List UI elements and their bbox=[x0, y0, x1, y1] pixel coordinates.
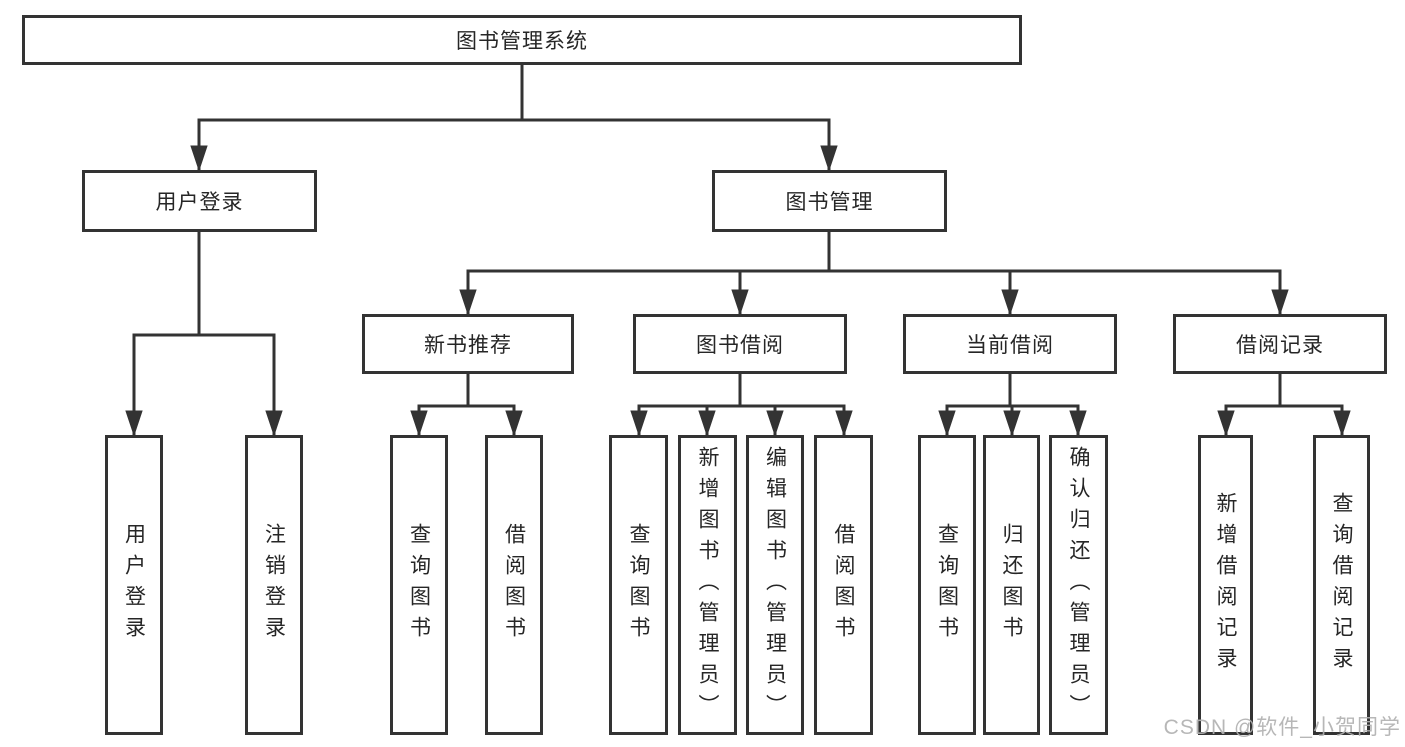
node-borrow-records: 借阅记录 bbox=[1173, 314, 1387, 374]
leaf-user-login: 用户登录 bbox=[105, 435, 163, 735]
node-user-login: 用户登录 bbox=[82, 170, 317, 232]
node-book-management: 图书管理 bbox=[712, 170, 947, 232]
leaf-label: 确认归还（管理员） bbox=[1067, 445, 1090, 725]
leaf-cb-query-book: 查询图书 bbox=[918, 435, 976, 735]
leaf-cb-return-book: 归还图书 bbox=[983, 435, 1040, 735]
node-label: 当前借阅 bbox=[966, 334, 1054, 357]
leaf-bb-edit-book-admin: 编辑图书（管理员） bbox=[746, 435, 804, 735]
node-label: 借阅记录 bbox=[1236, 334, 1324, 357]
node-label: 图书管理系统 bbox=[456, 30, 588, 53]
node-new-book-recommend: 新书推荐 bbox=[362, 314, 574, 374]
leaf-bb-add-book-admin: 新增图书（管理员） bbox=[678, 435, 737, 735]
watermark: CSDN @软件_小贺同学 bbox=[1163, 716, 1401, 739]
leaf-label: 查询图书 bbox=[627, 523, 650, 647]
leaf-label: 新增借阅记录 bbox=[1214, 492, 1237, 678]
node-label: 新书推荐 bbox=[424, 334, 512, 357]
leaf-label: 用户登录 bbox=[122, 523, 146, 647]
node-current-borrow: 当前借阅 bbox=[903, 314, 1117, 374]
leaf-cb-confirm-return-admin: 确认归还（管理员） bbox=[1049, 435, 1108, 735]
leaf-rec-borrow-book: 借阅图书 bbox=[485, 435, 543, 735]
leaf-br-add-record: 新增借阅记录 bbox=[1198, 435, 1253, 735]
leaf-label: 查询图书 bbox=[407, 523, 431, 647]
leaf-label: 注销登录 bbox=[262, 523, 286, 647]
leaf-label: 查询借阅记录 bbox=[1330, 492, 1353, 678]
node-library-system: 图书管理系统 bbox=[22, 15, 1022, 65]
leaf-br-query-record: 查询借阅记录 bbox=[1313, 435, 1370, 735]
leaf-label: 查询图书 bbox=[935, 523, 959, 647]
leaf-logout: 注销登录 bbox=[245, 435, 303, 735]
leaf-rec-query-book: 查询图书 bbox=[390, 435, 448, 735]
node-label: 图书管理 bbox=[785, 191, 874, 214]
leaf-label: 归还图书 bbox=[1000, 523, 1023, 647]
node-label: 图书借阅 bbox=[696, 334, 784, 357]
leaf-bb-query-book: 查询图书 bbox=[609, 435, 668, 735]
node-label: 用户登录 bbox=[155, 191, 244, 214]
leaf-bb-borrow-book: 借阅图书 bbox=[814, 435, 873, 735]
leaf-label: 新增图书（管理员） bbox=[696, 445, 719, 725]
node-book-borrow: 图书借阅 bbox=[633, 314, 847, 374]
leaf-label: 编辑图书（管理员） bbox=[763, 445, 787, 725]
leaf-label: 借阅图书 bbox=[832, 523, 855, 647]
leaf-label: 借阅图书 bbox=[502, 523, 526, 647]
